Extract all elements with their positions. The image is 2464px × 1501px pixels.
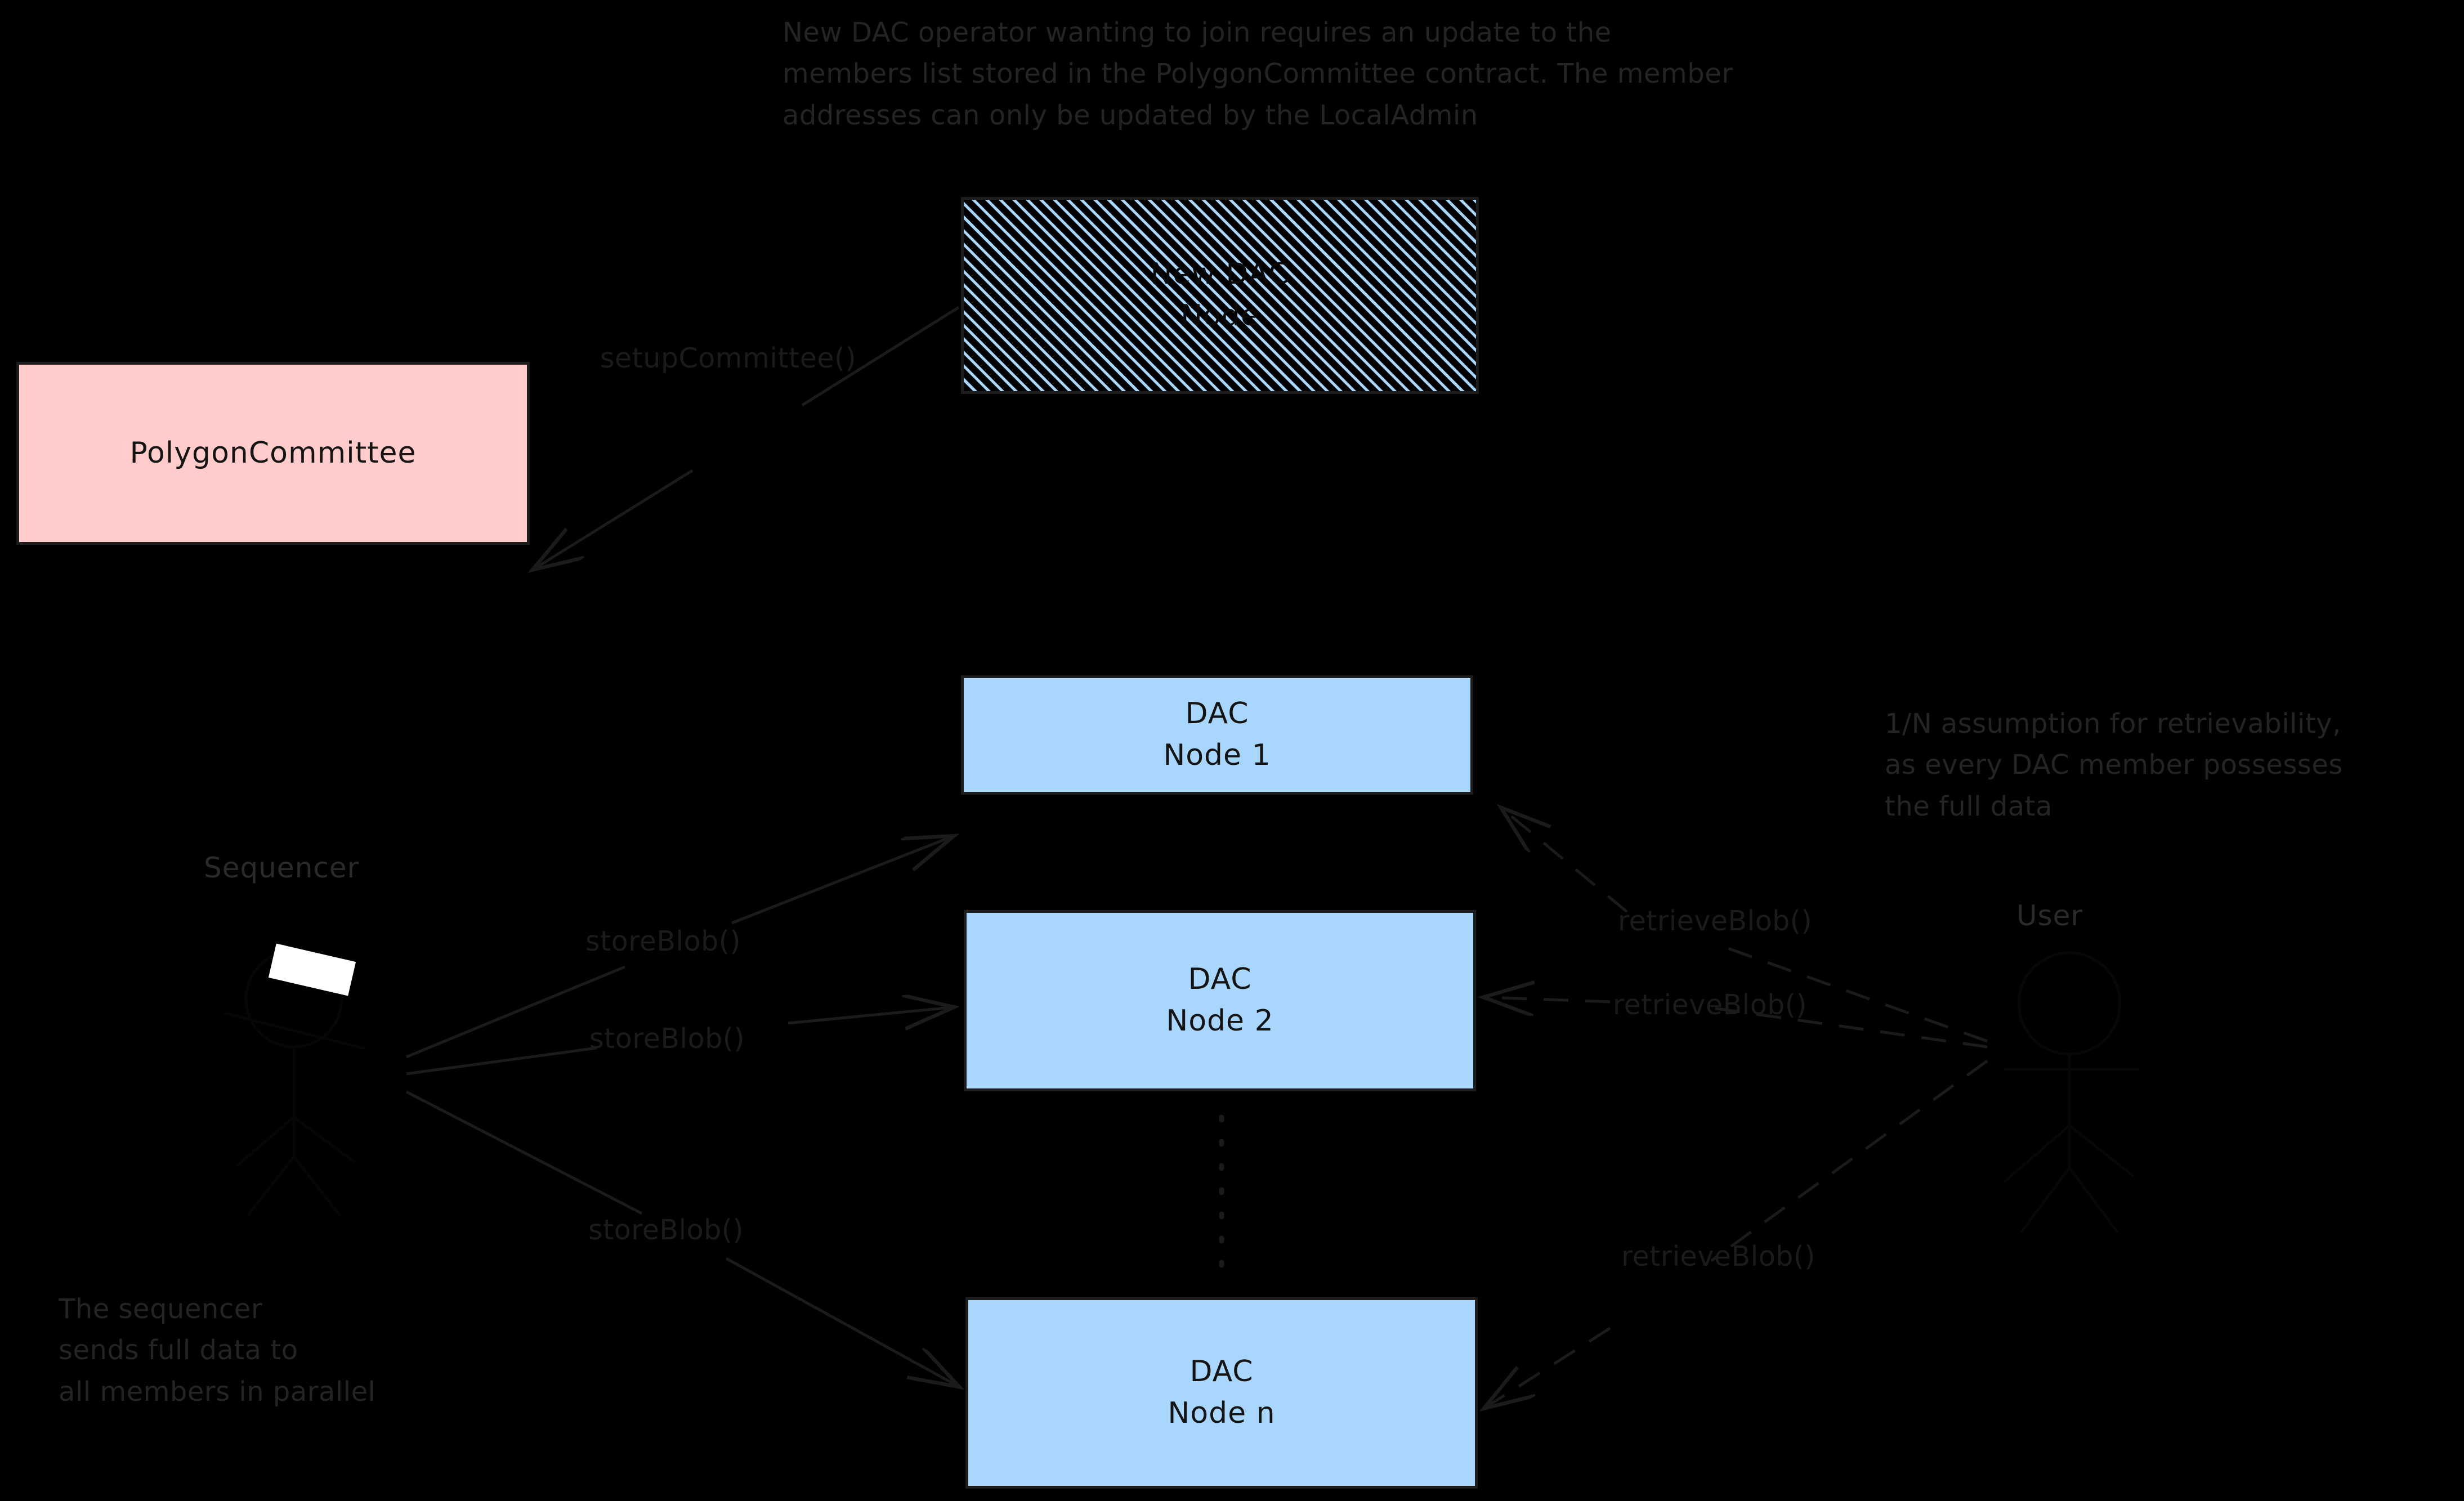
node-dac-node-2[interactable]: DAC Node 2: [964, 910, 1476, 1091]
annotation-right-note: 1/N assumption for retrievability, as ev…: [1885, 708, 2343, 822]
dac-node-n-line-1: DAC: [1189, 1355, 1254, 1389]
blob-document-icon: [268, 943, 356, 996]
dac-node-n-line-2: Node n: [1168, 1396, 1276, 1430]
annotation-bottom-left-note: The sequencer sends full data to all mem…: [59, 1293, 376, 1408]
node-dac-node-n[interactable]: DAC Node n: [965, 1297, 1478, 1489]
edge-label-retrieve-blob-2: retrieveBlob(): [1613, 989, 1808, 1021]
polygon-committee-label: PolygonCommittee: [129, 436, 417, 470]
edge-retrieve-blob-n: [1486, 1059, 1988, 1407]
dac-node-2-line-1: DAC: [1188, 962, 1252, 997]
edge-label-retrieve-blob-1: retrieveBlob(): [1618, 905, 1813, 937]
dac-node-2-line-2: Node 2: [1166, 1004, 1274, 1038]
edge-label-retrieve-blob-n: retrieveBlob(): [1621, 1240, 1816, 1273]
new-dac-node-line-1: New DAC: [1150, 257, 1290, 292]
user-figure: [2003, 951, 2139, 1234]
user-label: User: [2016, 899, 2083, 932]
node-dac-node-1[interactable]: DAC Node 1: [961, 675, 1473, 795]
edge-label-store-blob-2: storeBlob(): [589, 1023, 745, 1055]
node-polygon-committee[interactable]: PolygonCommittee: [16, 362, 530, 545]
node-new-dac-node[interactable]: New DAC Node: [961, 197, 1479, 394]
annotation-top-note: New DAC operator wanting to join require…: [782, 17, 1733, 131]
edge-label-setup-committee: setupCommittee(): [600, 342, 857, 374]
edge-label-store-blob-n: storeBlob(): [588, 1214, 744, 1246]
sequencer-label: Sequencer: [204, 852, 360, 884]
new-dac-node-line-2: Node: [1180, 299, 1259, 333]
dac-node-1-line-1: DAC: [1185, 697, 1249, 731]
dac-node-1-line-2: Node 1: [1163, 738, 1271, 772]
edge-label-store-blob-1: storeBlob(): [585, 925, 741, 957]
